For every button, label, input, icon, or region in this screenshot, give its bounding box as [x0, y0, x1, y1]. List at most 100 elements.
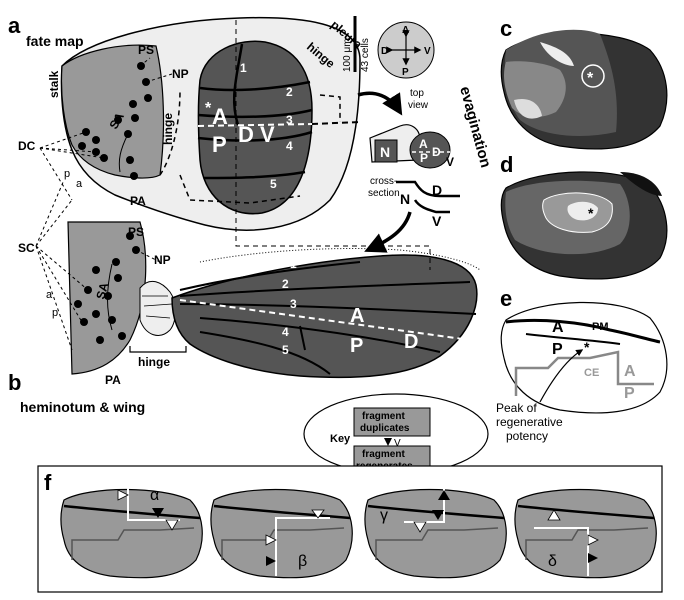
key: Key fragment duplicates fragment regener…	[303, 393, 489, 475]
peak-arrow	[539, 349, 584, 403]
top-N: N	[380, 144, 390, 160]
panel-b: b heminotum & wing SA PS NP PA SC a p hi…	[8, 20, 481, 415]
ap-boundary-outer	[311, 121, 361, 125]
panel-a-title: fate map	[26, 33, 84, 49]
pouch-A: A	[212, 104, 228, 129]
e-PM: PM	[592, 321, 609, 333]
pm-line	[505, 318, 661, 344]
ps-label-b: PS	[128, 225, 144, 239]
sc-label: SC	[18, 241, 35, 255]
e-asterisk: *	[584, 339, 590, 355]
top-V: V	[446, 155, 454, 169]
panel-e: e A P PM CE A P * Peak of regenerative p…	[496, 286, 668, 443]
greek-beta: β	[298, 553, 307, 570]
f-disc-delta: δ	[514, 488, 657, 579]
cs-V: V	[432, 213, 442, 229]
pouch-asterisk: *	[205, 100, 212, 117]
compass-V: V	[424, 46, 431, 57]
vein-label-2: 2	[286, 85, 293, 99]
hinge-sclerites	[139, 280, 176, 336]
pouch-P: P	[212, 132, 227, 157]
p-small-b: p	[52, 307, 58, 319]
panel-f-letter: f	[44, 470, 52, 495]
key-v: V	[394, 438, 401, 449]
key-duplicates-box	[353, 407, 431, 437]
wing-P: P	[350, 335, 363, 357]
evagination-arrow-1	[357, 91, 403, 116]
wing-vein-2: 2	[282, 277, 289, 291]
greek-alpha: α	[150, 487, 159, 504]
e-P2: P	[624, 385, 635, 402]
asterisk-d: *	[588, 205, 594, 221]
sclerite-lines	[142, 295, 173, 319]
hinge-boundary	[159, 89, 341, 204]
cross-section-line-top	[396, 180, 460, 198]
wing-A: A	[350, 305, 364, 327]
heminotum-curve	[107, 263, 113, 331]
evagination-label: evagination	[456, 85, 494, 170]
ap-boundary	[197, 123, 313, 127]
asterisk-c: *	[587, 70, 594, 87]
peak-line-3: potency	[506, 429, 548, 443]
pa-label-a: PA	[130, 194, 146, 208]
key-reg-1: fragment	[362, 449, 405, 460]
panel-b-letter: b	[8, 370, 21, 395]
e-CE: CE	[584, 367, 599, 379]
peak-line-1: Peak of	[496, 401, 537, 415]
panel-d-letter: d	[500, 152, 513, 177]
vein-label-3: 3	[286, 113, 293, 127]
dc-label: DC	[18, 139, 36, 153]
panel-f: f α β	[37, 465, 663, 593]
top-view-2: view	[408, 100, 429, 111]
key-dup-2: duplicates	[360, 423, 410, 434]
key-label: Key	[330, 433, 351, 445]
wing-vein-1: 1	[290, 257, 297, 271]
wing-ap-boundary	[179, 299, 471, 341]
ps-label: PS	[138, 43, 154, 57]
evagination-arrow-2	[364, 211, 412, 253]
top-view-N-box	[374, 139, 398, 163]
panel-a: a fate map 1 2 3 4 5 A P D V *	[8, 13, 435, 231]
panel-a-letter: a	[8, 13, 21, 38]
key-dup-1: fragment	[362, 411, 405, 422]
f-disc-gamma: γ	[364, 488, 507, 579]
e-A2: A	[624, 363, 636, 380]
region-d-center	[567, 201, 598, 221]
hinge-label-b: hinge	[138, 355, 170, 369]
cs-D: D	[432, 182, 442, 198]
hinge-label: hinge	[161, 113, 175, 145]
f-disc-beta: β	[210, 488, 353, 579]
greek-gamma: γ	[380, 507, 388, 524]
panel-c-letter: c	[500, 16, 512, 41]
compass-P: P	[402, 67, 409, 78]
compass-A: A	[402, 25, 409, 36]
hinge-bracket	[129, 346, 187, 353]
top-view-pouch	[409, 131, 451, 169]
wing-vein-5: 5	[282, 343, 289, 357]
f-disc-alpha: α	[60, 487, 203, 579]
region-c-lightest	[514, 98, 542, 119]
a-small-b: a	[46, 289, 53, 301]
peak-line-2: regenerative	[496, 415, 563, 429]
panel-c: c *	[500, 16, 668, 150]
pouch-veins	[197, 43, 313, 180]
panel-b-title: heminotum & wing	[20, 399, 145, 415]
asterisk-circle-c	[581, 64, 605, 88]
wing-D: D	[404, 331, 418, 353]
ap-line-e	[525, 333, 621, 345]
bristle-dots-b	[74, 232, 140, 344]
scale-cells: 43 cells	[360, 38, 371, 72]
compass: A P D V	[377, 21, 435, 79]
top-P: P	[420, 151, 428, 165]
top-view-1: top	[410, 88, 424, 99]
wing-blade	[171, 254, 478, 379]
region-c-top	[540, 42, 574, 66]
ce-boundary	[514, 350, 654, 396]
panel-d: d *	[500, 152, 668, 280]
vein-label-1: 1	[240, 61, 247, 75]
scale-um: 100 μm	[342, 38, 353, 72]
evagination-schematic: evagination top view N A P D V cross- se…	[357, 85, 494, 253]
cross-section-2: section	[368, 188, 400, 199]
wing-veins	[179, 261, 477, 375]
vein-label-4: 4	[286, 139, 293, 153]
